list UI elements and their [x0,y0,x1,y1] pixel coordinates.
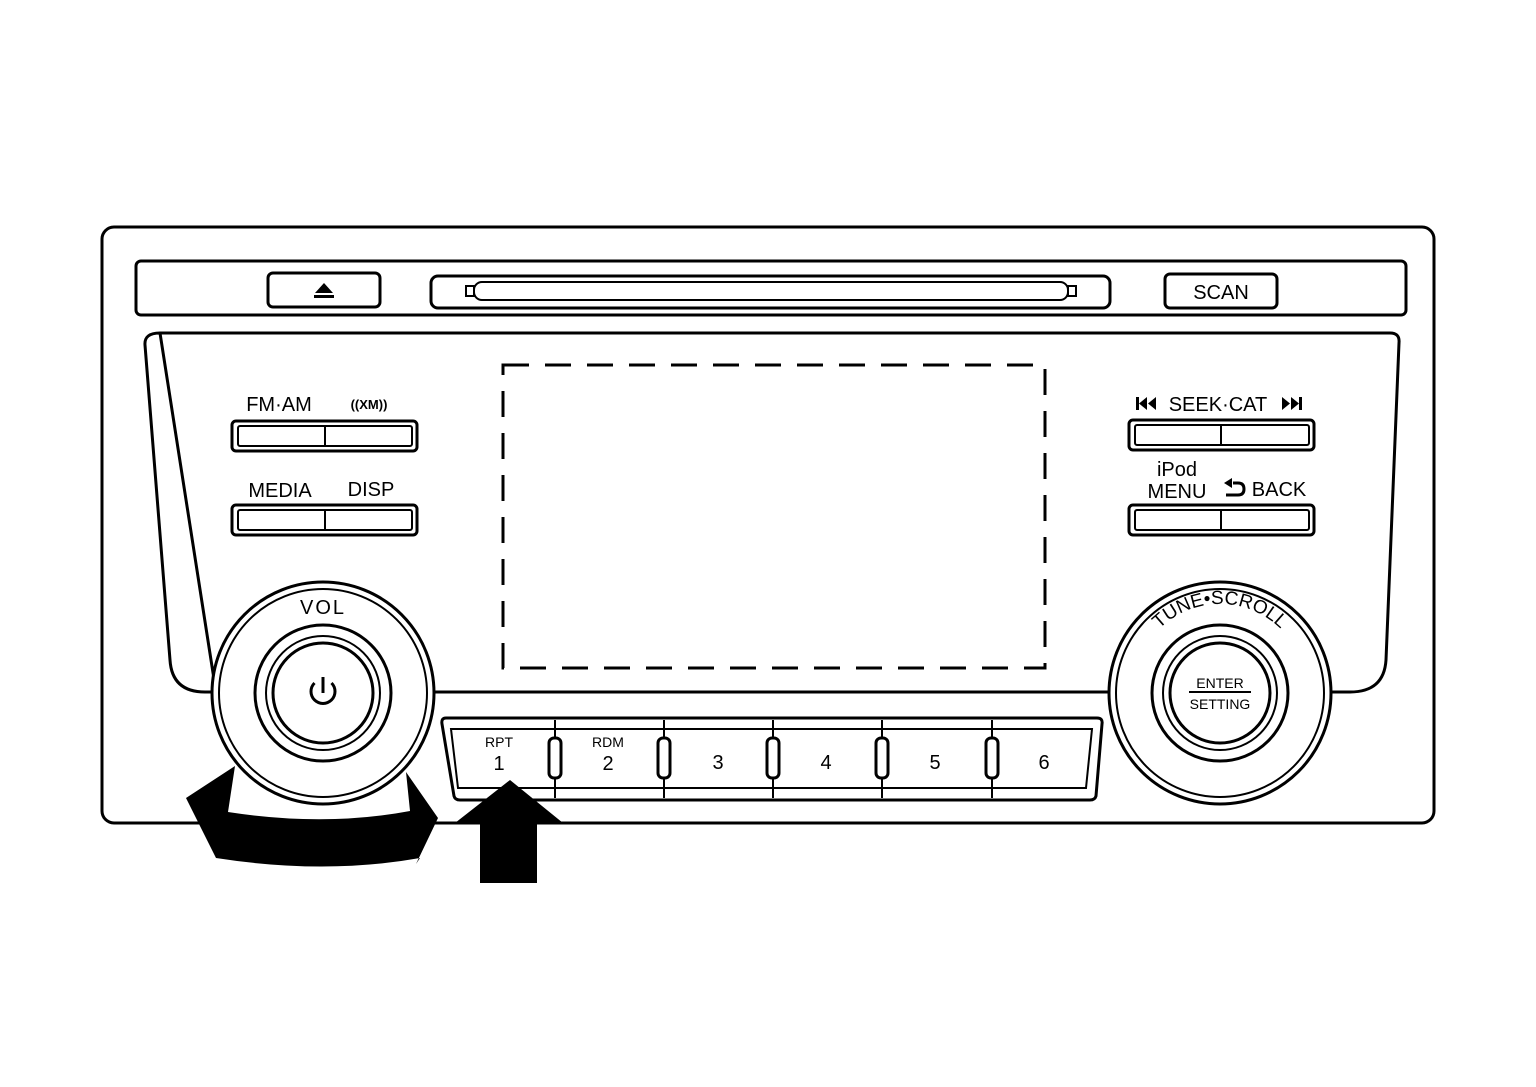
preset-button-4[interactable]: 4 [779,730,876,787]
press-arrow [455,780,563,883]
scan-button[interactable]: SCAN [1163,272,1279,310]
display-screen [501,363,1047,670]
preset-sub-label: RPT [485,734,513,750]
cd-slot[interactable] [429,274,1112,310]
preset-divider-nub [874,736,890,780]
vol-knob[interactable] [210,580,436,806]
preset-button-1[interactable]: RPT 1 [452,730,549,787]
preset-divider-nub [656,736,672,780]
setting-label: SETTING [1190,696,1251,712]
preset-number: 4 [820,752,831,774]
skip-back-icon [1136,397,1156,410]
scan-label: SCAN [1193,282,1249,304]
preset-button-6[interactable]: 6 [998,730,1088,787]
ipod-label: iPod [1157,459,1197,481]
preset-number: 1 [493,753,504,775]
eject-icon [314,283,334,298]
disp-label: DISP [348,479,395,501]
back-arrow-icon [1224,478,1246,497]
preset-sub-label: RDM [592,734,624,750]
outer-housing [100,225,1436,825]
preset-number: 3 [712,752,723,774]
preset-divider-nub [984,736,1000,780]
preset-number: 2 [602,753,613,775]
skip-forward-icon [1282,397,1302,410]
seek-cat-rocker[interactable] [1127,418,1316,452]
media-label: MEDIA [248,480,312,502]
enter-label: ENTER [1196,675,1243,691]
preset-strip-outer [440,716,1104,802]
preset-number: 6 [1038,752,1049,774]
preset-button-3[interactable]: 3 [670,730,767,787]
fm-am-xm-rocker[interactable] [230,419,419,453]
preset-button-2[interactable]: RDM 2 [561,730,658,787]
preset-buttons: RPT 1 RDM 2 3 4 5 6 [452,720,1088,798]
fm-am-label: FM·AM [246,394,312,416]
xm-label: ((XM)) [351,397,388,412]
preset-strip-inner [449,728,1094,789]
preset-button-5[interactable]: 5 [888,730,986,787]
enter-setting-button[interactable]: ENTER SETTING [1189,675,1251,712]
vol-label: VOL [300,597,346,619]
power-icon [309,677,337,705]
top-cd-bar [134,259,1408,317]
menu-label: MENU [1148,481,1207,503]
eject-button[interactable] [266,271,382,309]
seek-cat-label: SEEK·CAT [1169,394,1268,416]
menu-back-rocker[interactable] [1127,503,1316,537]
preset-number: 5 [929,752,940,774]
rotate-knob-arrow [186,766,438,867]
preset-divider-nub [547,736,563,780]
main-panel [143,331,1401,694]
preset-divider-nub [765,736,781,780]
back-label: BACK [1252,479,1307,501]
media-disp-rocker[interactable] [230,503,419,537]
